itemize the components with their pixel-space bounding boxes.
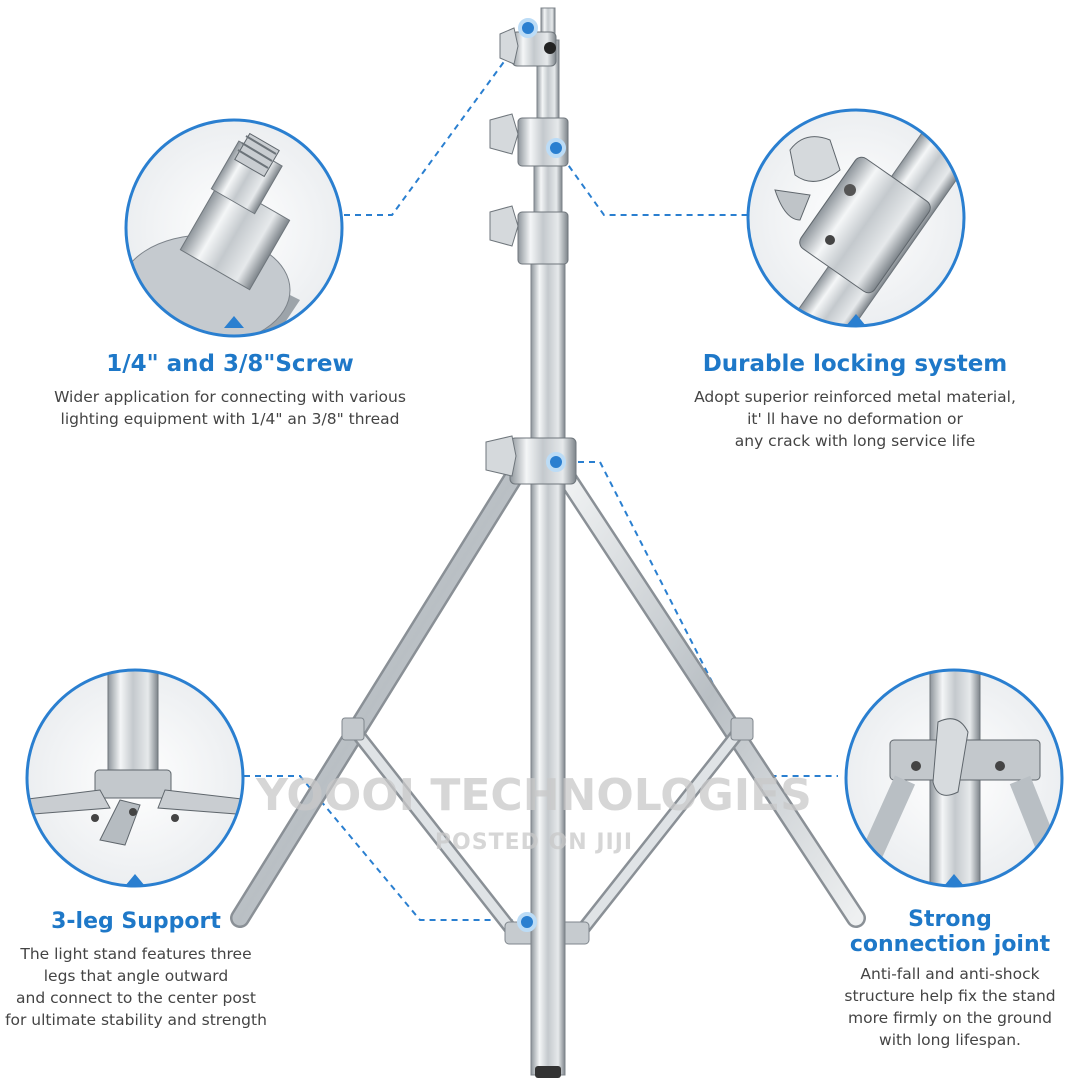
feature-screw: 1/4" and 3/8"Screw Wider application for… bbox=[20, 351, 440, 430]
feature-lock: Durable locking system Adopt superior re… bbox=[660, 351, 1050, 452]
callout-lines bbox=[244, 47, 838, 921]
callout-line-leg bbox=[244, 775, 522, 921]
callout-dots bbox=[517, 18, 566, 932]
dot-lock bbox=[546, 138, 566, 158]
callout-line-screw bbox=[344, 47, 515, 216]
feature-lock-desc: Adopt superior reinforced metal material… bbox=[694, 387, 1016, 450]
feature-joint-title: Strong connection joint bbox=[849, 907, 1051, 957]
feature-joint-desc: Anti-fall and anti-shock structure help … bbox=[844, 965, 1056, 1050]
center-post bbox=[485, 7, 577, 1078]
dot-joint bbox=[546, 452, 566, 472]
feature-leg-desc: The light stand features three legs that… bbox=[5, 944, 267, 1029]
feature-screw-title: 1/4" and 3/8"Screw bbox=[106, 351, 354, 377]
feature-leg-title: 3-leg Support bbox=[51, 909, 221, 934]
detail-circle-screw bbox=[124, 118, 344, 338]
tripod-legs bbox=[230, 465, 866, 945]
callout-line-lock bbox=[555, 147, 748, 216]
feature-leg: 3-leg Support The light stand features t… bbox=[0, 909, 272, 1031]
dot-screw bbox=[518, 18, 538, 38]
detail-circle-leg bbox=[25, 668, 245, 888]
detail-circle-joint bbox=[844, 668, 1064, 888]
callout-line-joint bbox=[556, 461, 838, 777]
feature-screw-desc: Wider application for connecting with va… bbox=[54, 387, 406, 428]
feature-joint: Strong connection joint Anti-fall and an… bbox=[832, 907, 1068, 1051]
dot-leg bbox=[517, 912, 537, 932]
detail-circle-lock bbox=[746, 108, 966, 328]
feature-lock-title: Durable locking system bbox=[702, 351, 1008, 377]
